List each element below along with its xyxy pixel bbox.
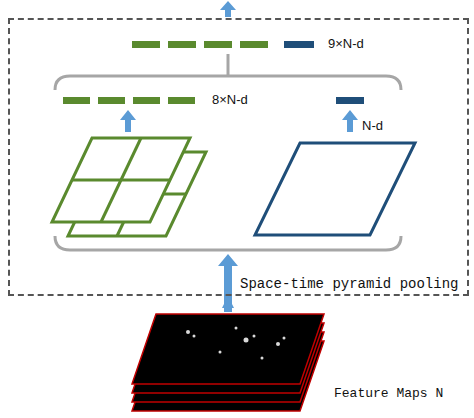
dimension-label: 9×N-d — [328, 36, 364, 51]
flow-arrow — [224, 296, 232, 312]
output-arrow — [220, 1, 236, 17]
feature-maps: Feature Maps N — [128, 312, 449, 414]
bottom-bracket — [55, 236, 401, 250]
dimension-label: N-d — [362, 118, 383, 133]
node-label: Space-time pyramid pooling — [240, 276, 458, 292]
feature-map-stack — [128, 312, 328, 414]
top-bracket — [55, 76, 401, 90]
node-label: Feature Maps N — [334, 386, 443, 401]
grid-2x2x2 — [52, 138, 206, 236]
input-arrow — [218, 254, 238, 297]
dimension-label: 8×N-d — [212, 92, 248, 107]
grid-1x1 — [255, 143, 415, 235]
pooling-module: Space-time pyramid pooling — [8, 18, 469, 296]
output-vector — [132, 41, 314, 48]
level-arrow — [120, 110, 136, 132]
level-arrow — [342, 110, 358, 132]
